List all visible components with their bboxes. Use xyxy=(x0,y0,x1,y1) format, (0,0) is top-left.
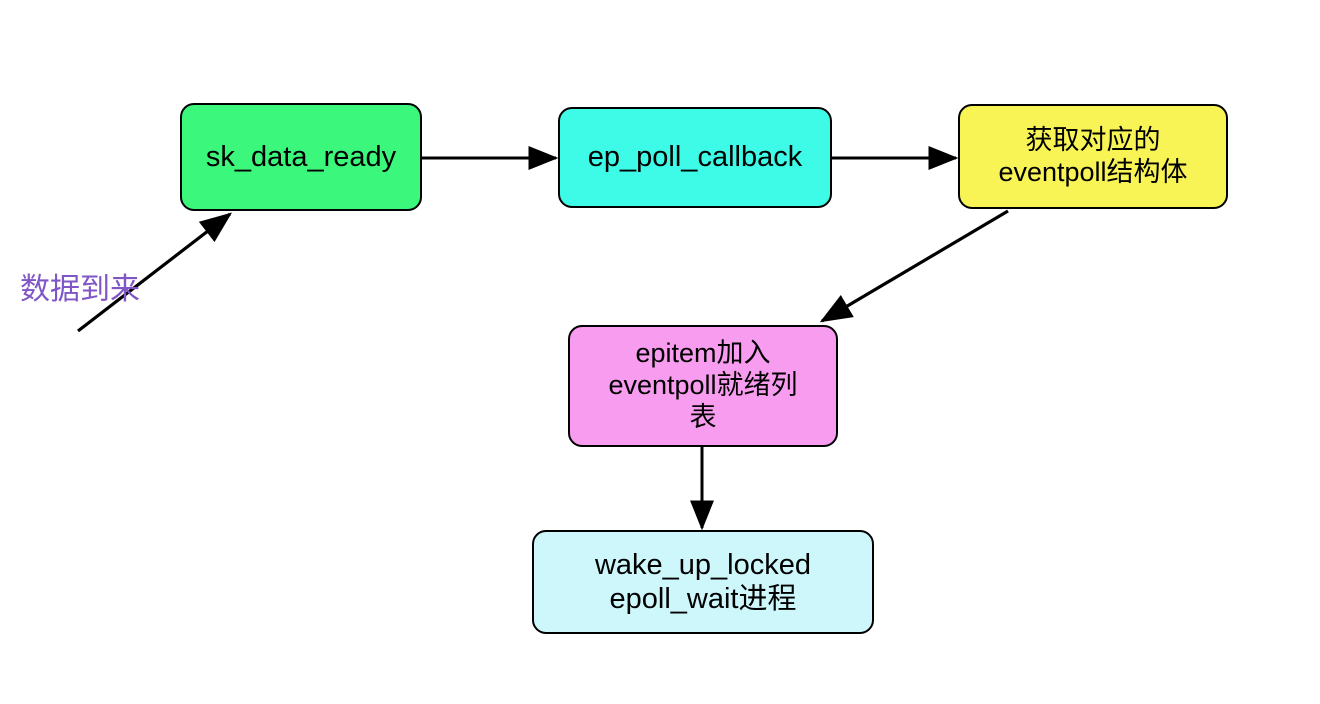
annotation-data-arrives: 数据到来 xyxy=(20,273,140,306)
node-epitem-ready-list[interactable]: epitem加入 eventpoll就绪列 表 xyxy=(568,325,838,447)
node-wake-up-locked[interactable]: wake_up_locked epoll_wait进程 xyxy=(532,530,874,634)
node-sk-data-ready[interactable]: sk_data_ready xyxy=(180,103,422,211)
edge-get-eventpoll-to-epitem-ready-list xyxy=(819,209,1009,323)
node-ep-poll-callback[interactable]: ep_poll_callback xyxy=(558,107,832,208)
node-get-eventpoll[interactable]: 获取对应的 eventpoll结构体 xyxy=(958,104,1228,209)
